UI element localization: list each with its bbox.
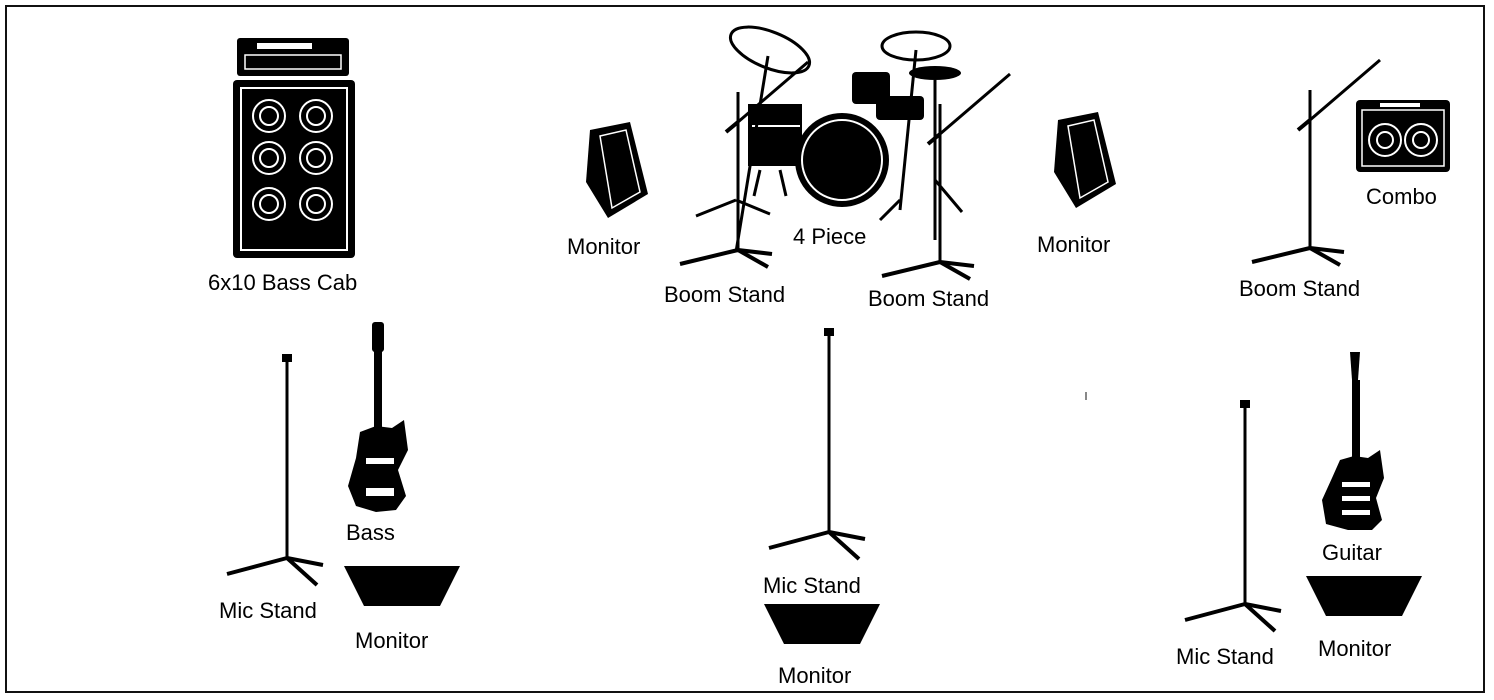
- label-mic-stand-right: Mic Stand: [1176, 644, 1274, 669]
- mic-stand-icon-left: [225, 352, 325, 587]
- stage-border: [5, 5, 1485, 693]
- label-combo: Combo: [1366, 184, 1437, 209]
- stray-mark: [1085, 392, 1087, 400]
- label-monitor-center: Monitor: [778, 663, 852, 688]
- mic-stand-icon-center: [767, 326, 867, 561]
- monitor-wedge-icon-left: [344, 566, 460, 606]
- monitor-wedge-icon-center: [764, 604, 880, 644]
- bass-cab-icon: [233, 38, 355, 258]
- bass-guitar-icon: [348, 322, 408, 512]
- drum-kit-icon: [695, 25, 964, 253]
- label-drums: 4 Piece: [793, 224, 867, 249]
- monitor-right-drum-icon: [1053, 111, 1117, 209]
- label-mic-stand-center: Mic Stand: [763, 573, 861, 598]
- label-mic-stand-left: Mic Stand: [219, 598, 317, 623]
- mic-stand-icon-right: [1183, 398, 1283, 633]
- monitor-left-drum-icon: [585, 121, 649, 219]
- label-monitor-left: Monitor: [355, 628, 429, 653]
- label-boom-stand-2: Boom Stand: [868, 286, 990, 311]
- monitor-wedge-icon-right: [1306, 576, 1422, 616]
- label-monitor-right: Monitor: [1318, 636, 1392, 661]
- combo-amp-icon: [1356, 100, 1450, 172]
- electric-guitar-icon: [1322, 352, 1384, 530]
- label-guitar: Guitar: [1322, 540, 1382, 565]
- label-bass: Bass: [346, 520, 395, 545]
- label-monitor-left-drum: Monitor: [567, 234, 641, 259]
- label-boom-stand-1: Boom Stand: [664, 282, 786, 307]
- label-monitor-right-drum: Monitor: [1037, 232, 1111, 257]
- label-boom-stand-3: Boom Stand: [1239, 276, 1361, 301]
- label-bass-cab: 6x10 Bass Cab: [208, 270, 358, 295]
